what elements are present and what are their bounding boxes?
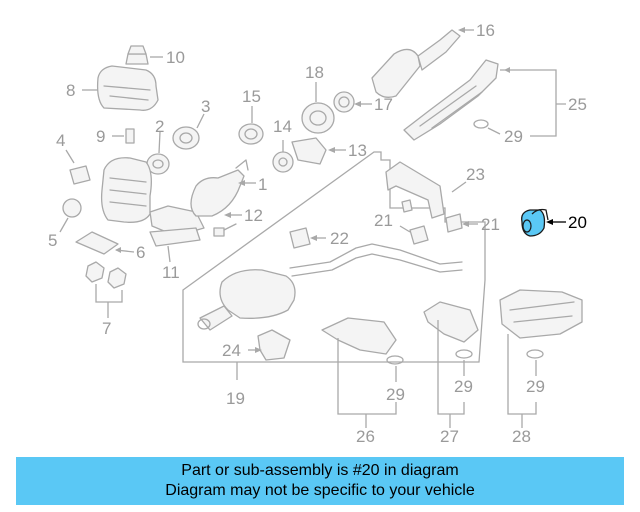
callout-25: 25 — [568, 95, 587, 114]
callout-28: 28 — [512, 427, 531, 446]
callout-2: 2 — [155, 117, 164, 136]
part-17-gasket — [333, 91, 355, 113]
part-3-gasket — [172, 126, 200, 150]
banner-line-1: Part or sub-assembly is #20 in diagram — [181, 462, 459, 479]
hanger-bolt — [401, 199, 413, 213]
callout-15: 15 — [242, 87, 261, 106]
part-12-bolt — [213, 223, 237, 237]
callout-24: 24 — [222, 341, 241, 360]
part-8-cover — [96, 65, 159, 111]
callout-27: 27 — [440, 427, 459, 446]
callout-22: 22 — [330, 229, 349, 248]
banner-line-2: Diagram may not be specific to your vehi… — [165, 482, 475, 499]
part-6-plate — [75, 231, 119, 255]
part-29-grommet-26 — [386, 355, 404, 365]
part-23-bracket — [385, 161, 445, 219]
part-2-gasket — [146, 153, 170, 175]
callout-7: 7 — [102, 319, 111, 338]
callout-3: 3 — [201, 97, 210, 116]
part-10-nut — [125, 45, 149, 65]
part-24-hanger — [257, 329, 291, 361]
callout-6: 6 — [136, 243, 145, 262]
callout-12: 12 — [244, 206, 263, 225]
callout-10: 10 — [166, 48, 185, 67]
callout-26: 26 — [356, 427, 375, 446]
part-18-flange — [301, 102, 335, 134]
callout-29-28: 29 — [526, 377, 545, 396]
part-11-bracket — [149, 227, 201, 247]
part-29-grommet-top — [473, 119, 489, 129]
part-20-highlighted[interactable] — [521, 208, 549, 237]
callout-9: 9 — [96, 127, 105, 146]
callout-21-right: 21 — [481, 215, 500, 234]
callout-29-26: 29 — [386, 385, 405, 404]
part-25-heat-shield — [403, 59, 499, 141]
part-7-nuts — [85, 261, 127, 289]
callout-4: 4 — [56, 131, 65, 150]
part-1-front-pipe — [190, 159, 249, 217]
part-29-grommet-27 — [455, 349, 473, 359]
catalytic-converter — [100, 157, 205, 237]
part-14-ring — [272, 151, 294, 173]
part-16-converter — [371, 29, 461, 98]
intermediate-pipe — [289, 243, 463, 277]
callout-18: 18 — [305, 63, 324, 82]
part-22-isolator — [289, 227, 311, 249]
callout-14: 14 — [273, 117, 292, 136]
part-5-mount — [62, 198, 82, 218]
assembly-19-outline — [182, 151, 486, 363]
callout-20: 20 — [568, 213, 587, 232]
callout-29-top: 29 — [504, 127, 523, 146]
part-28-shield — [499, 289, 583, 339]
callout-5: 5 — [48, 231, 57, 250]
callout-16: 16 — [476, 21, 495, 40]
part-21-mounts — [409, 213, 463, 245]
info-banner: Part or sub-assembly is #20 in diagram D… — [16, 457, 624, 505]
muffler — [197, 269, 296, 331]
callout-23: 23 — [466, 165, 485, 184]
part-27-shield — [423, 301, 479, 343]
callout-1: 1 — [258, 175, 267, 194]
callout-17: 17 — [374, 95, 393, 114]
callout-19: 19 — [226, 389, 245, 408]
part-4-cap — [69, 165, 91, 185]
callout-8: 8 — [66, 81, 75, 100]
callout-13: 13 — [348, 141, 367, 160]
callout-11: 11 — [162, 263, 180, 282]
part-9-stud — [125, 128, 135, 144]
part-13-clamp — [291, 137, 327, 165]
part-26-shield — [321, 317, 397, 355]
part-29-grommet-28 — [526, 349, 544, 359]
callout-29-27: 29 — [454, 377, 473, 396]
callout-21-left: 21 — [374, 211, 393, 230]
part-15-gasket — [238, 123, 264, 145]
